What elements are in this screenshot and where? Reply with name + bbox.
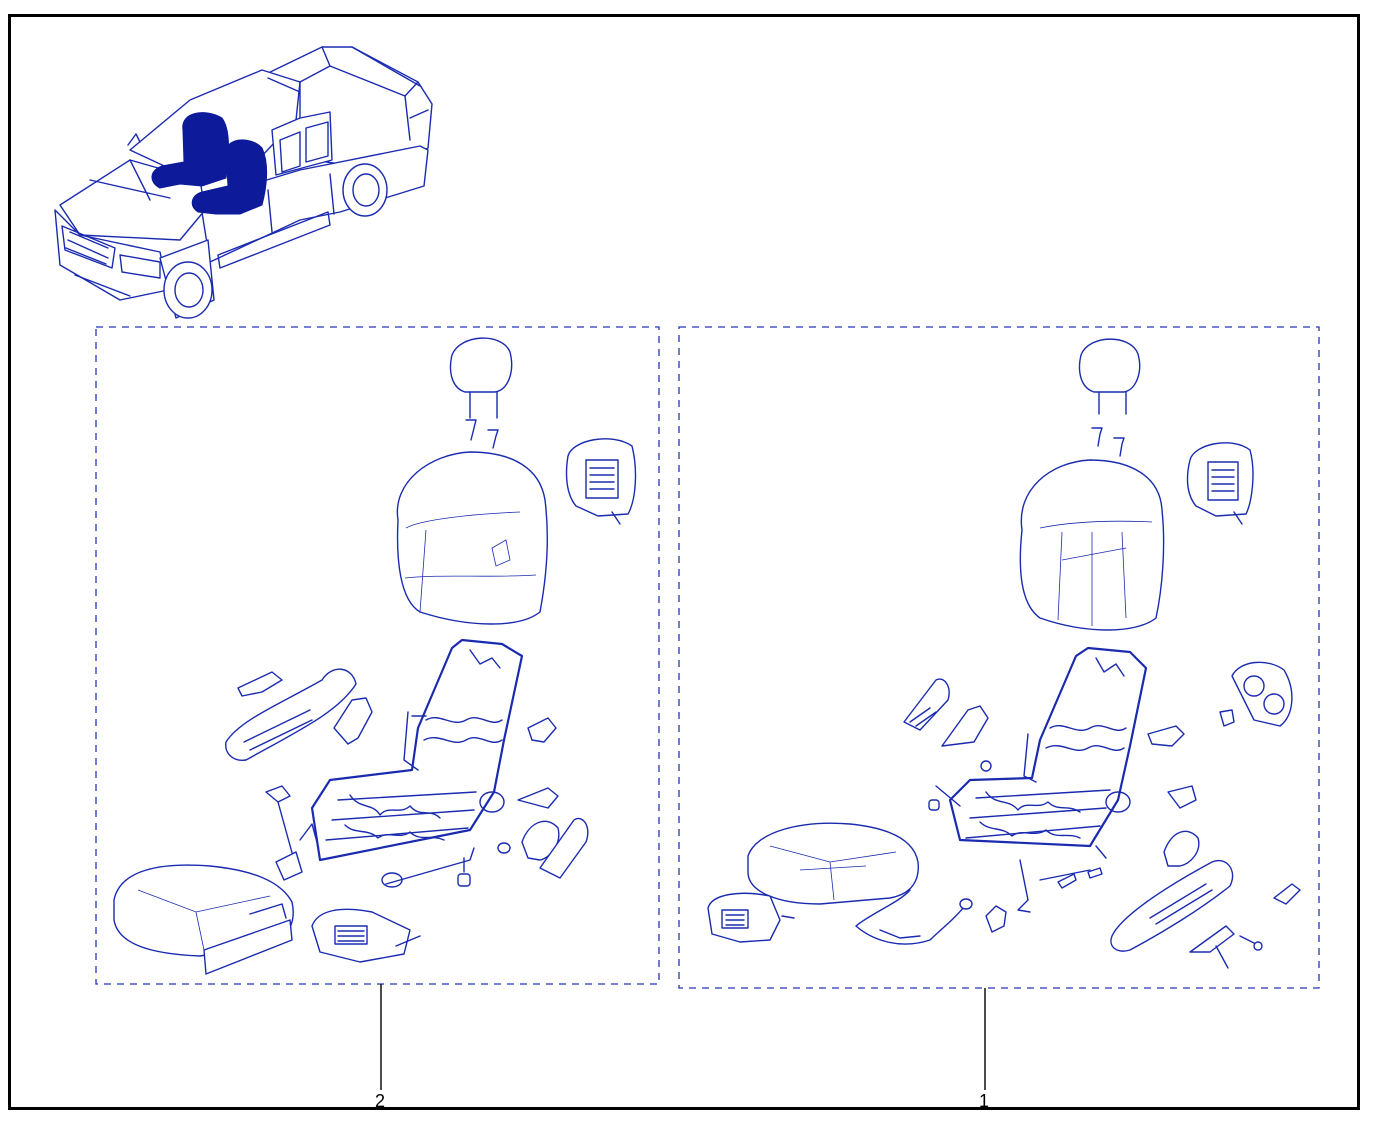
vehicle-locator-pickup [54,46,433,319]
diagram-frame [8,14,1360,1110]
callout-label-2: 2 [375,1091,386,1111]
seat-assembly-2 [113,337,637,975]
seat-assembly-1 [707,338,1301,969]
group-box-2 [95,326,660,985]
callout-label-1: 1 [979,1091,990,1111]
